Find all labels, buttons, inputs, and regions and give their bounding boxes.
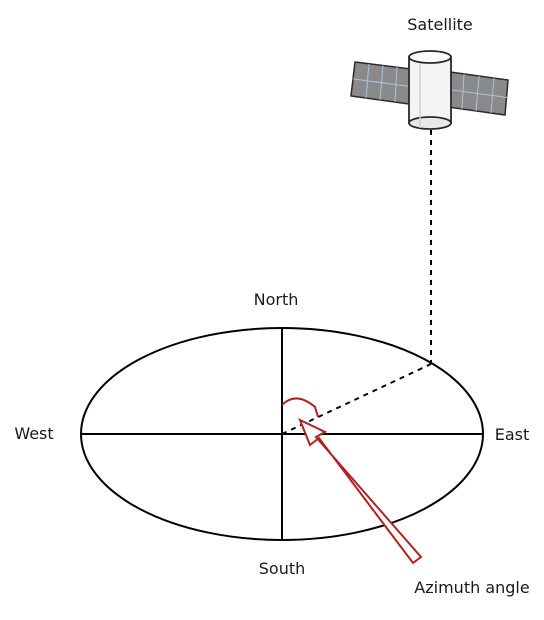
right-solar-panel	[447, 71, 509, 116]
east-label: East	[495, 425, 530, 444]
north-label: North	[254, 290, 299, 309]
left-solar-panel	[350, 61, 412, 105]
azimuth-arc	[281, 397, 319, 418]
arrow-icon	[298, 417, 423, 565]
azimuth-angle-label: Azimuth angle	[414, 578, 529, 597]
satellite-label: Satellite	[407, 15, 473, 34]
west-label: West	[14, 424, 53, 443]
south-label: South	[259, 559, 306, 578]
satellite-body	[408, 50, 452, 130]
projection-dashed-line	[281, 363, 432, 435]
satellite-icon	[350, 50, 509, 130]
